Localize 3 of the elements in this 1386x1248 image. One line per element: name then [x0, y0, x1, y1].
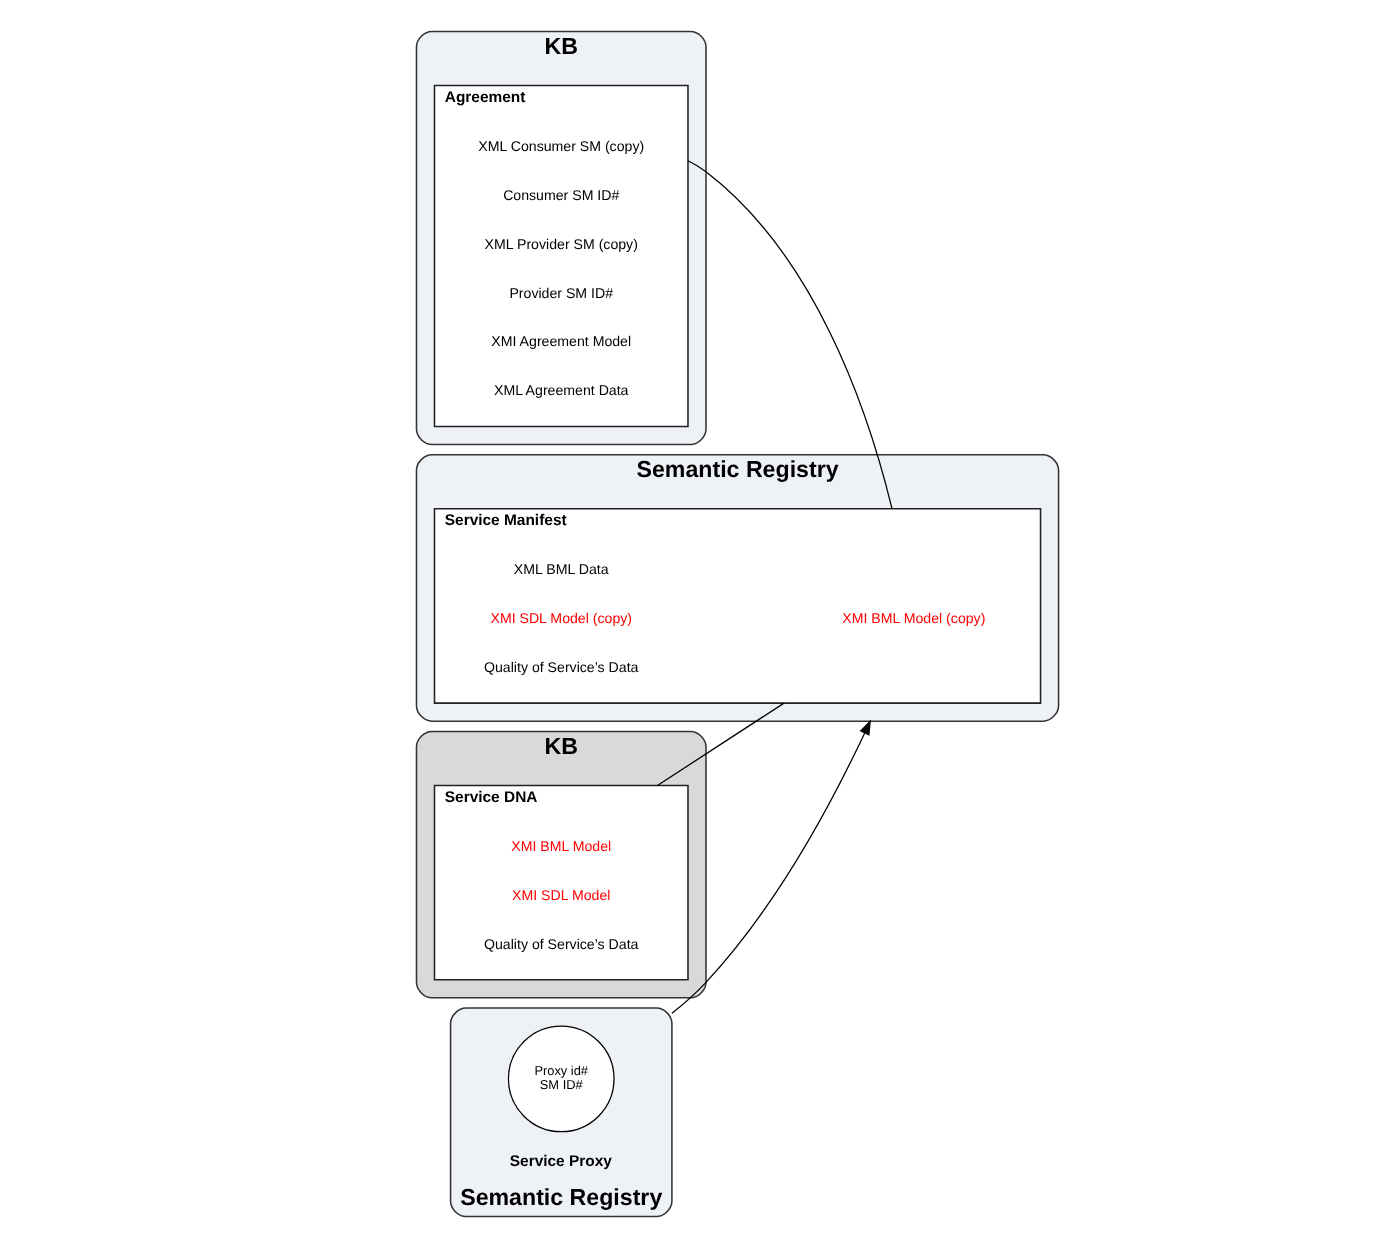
arrow: [670, 719, 871, 1014]
connector: [655, 702, 784, 787]
connector: [686, 160, 892, 510]
